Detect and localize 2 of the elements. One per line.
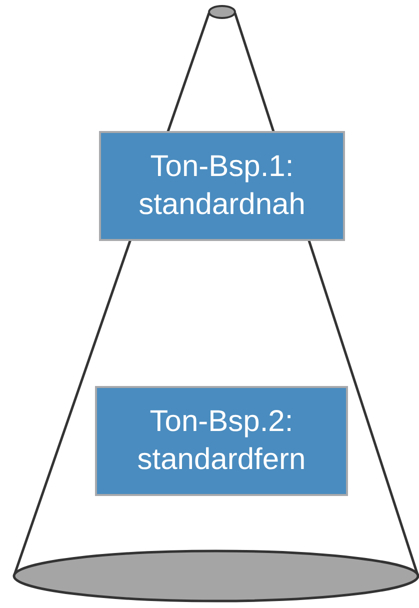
label-box: Ton-Bsp.1: standardnah	[99, 131, 345, 241]
label-box: Ton-Bsp.2: standardfern	[95, 386, 348, 496]
